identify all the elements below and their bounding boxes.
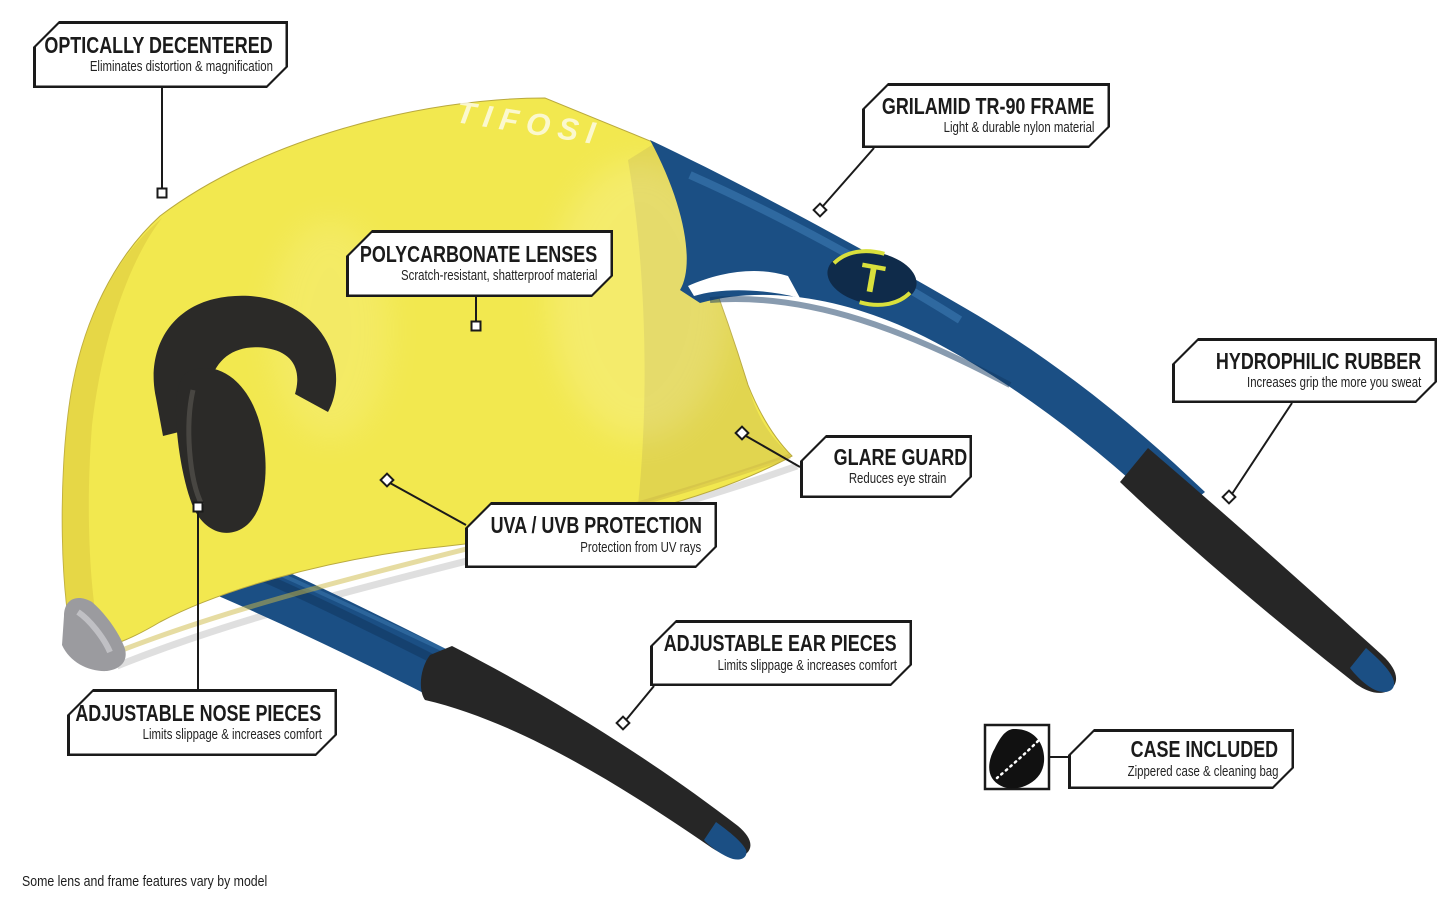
callout-subtitle: Light & durable nylon material <box>943 119 1095 137</box>
callout-subtitle: Protection from UV rays <box>580 538 702 556</box>
leader-grilamid-frame <box>822 147 875 207</box>
frame-vent-gap <box>688 271 800 298</box>
frame-brow-and-right-temple <box>650 140 1205 518</box>
lens-gray-tip <box>62 598 126 672</box>
callout-subtitle: Increases grip the more you sweat <box>1247 374 1422 392</box>
callout-subtitle: Limits slippage & increases comfort <box>717 656 897 674</box>
callout-title: CASE INCLUDED <box>1130 736 1279 763</box>
callout-title: ADJUSTABLE NOSE PIECES <box>75 699 322 726</box>
tifosi-temple-badge: T <box>827 249 917 307</box>
marker-adjustable-ear <box>615 715 631 731</box>
leader-uva-uvb <box>389 482 467 526</box>
callout-subtitle: Eliminates distortion & magnification <box>89 58 273 76</box>
lens-shadow <box>115 462 799 670</box>
leader-hydrophilic-rubber <box>1231 402 1293 495</box>
callout-case-included: CASE INCLUDED Zippered case & cleaning b… <box>1068 729 1294 789</box>
callout-title: HYDROPHILIC RUBBER <box>1216 347 1422 374</box>
left-ear-piece <box>420 646 751 857</box>
marker-hydrophilic-rubber <box>1221 489 1237 505</box>
footnote-text: Some lens and frame features vary by mod… <box>22 874 268 890</box>
marker-grilamid-frame <box>812 202 828 218</box>
callout-title: GRILAMID TR-90 FRAME <box>882 92 1095 119</box>
right-temple-tip <box>1350 648 1395 692</box>
right-ear-piece <box>1120 448 1397 693</box>
callout-uva-uvb-protection: UVA / UVB PROTECTION Protection from UV … <box>465 502 717 568</box>
callout-grilamid-tr90-frame: GRILAMID TR-90 FRAME Light & durable nyl… <box>862 83 1110 148</box>
left-temple-tip <box>704 822 747 860</box>
callout-title: OPTICALLY DECENTERED <box>44 31 273 58</box>
marker-adjustable-nose <box>192 501 204 513</box>
leader-adjustable-ear <box>625 685 655 721</box>
marker-polycarbonate-lenses <box>470 320 482 332</box>
callout-glare-guard: GLARE GUARD Reduces eye strain <box>800 435 972 498</box>
callout-subtitle: Zippered case & cleaning bag <box>1127 762 1279 780</box>
leader-glare-guard <box>745 435 801 468</box>
frame-highlight <box>688 171 963 324</box>
callout-subtitle: Scratch-resistant, shatterproof material <box>401 267 598 285</box>
callout-title: UVA / UVB PROTECTION <box>490 512 702 539</box>
lens-left-edge-shading <box>62 218 162 652</box>
callout-hydrophilic-rubber: HYDROPHILIC RUBBER Increases grip the mo… <box>1172 338 1437 403</box>
callout-polycarbonate-lenses: POLYCARBONATE LENSES Scratch-resistant, … <box>346 230 613 297</box>
callout-subtitle: Limits slippage & increases comfort <box>142 726 322 744</box>
callout-title: POLYCARBONATE LENSES <box>360 240 598 267</box>
marker-optically-decentered <box>156 187 168 199</box>
case-zipper-dots <box>995 739 1040 780</box>
marker-uva-uvb <box>379 472 395 488</box>
callout-optically-decentered: OPTICALLY DECENTERED Eliminates distorti… <box>33 21 288 88</box>
case-icon <box>983 723 1068 791</box>
frame-lower-shading <box>709 296 1012 388</box>
marker-glare-guard <box>734 425 750 441</box>
callout-subtitle: Reduces eye strain <box>848 470 947 488</box>
lens-gray-tip-highlight <box>76 609 113 654</box>
nose-piece-highlight <box>186 389 205 507</box>
callout-adjustable-ear-pieces: ADJUSTABLE EAR PIECES Limits slippage & … <box>650 620 912 686</box>
callout-title: GLARE GUARD <box>834 443 968 470</box>
callout-title: ADJUSTABLE EAR PIECES <box>663 630 897 657</box>
lens-bottom-edge <box>111 453 791 657</box>
callout-adjustable-nose-pieces: ADJUSTABLE NOSE PIECES Limits slippage &… <box>67 689 337 756</box>
